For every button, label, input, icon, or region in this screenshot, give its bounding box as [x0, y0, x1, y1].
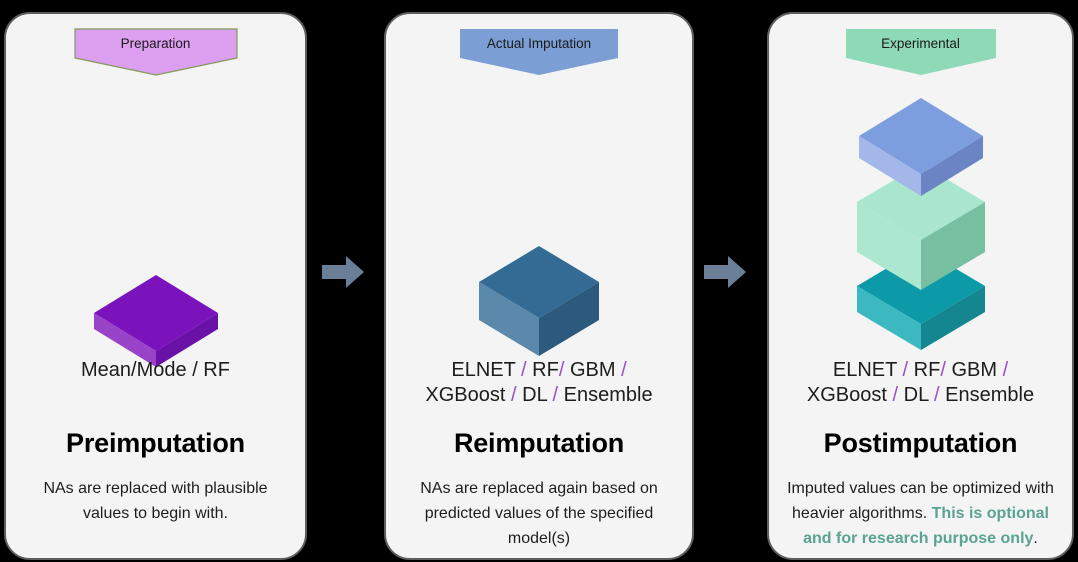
- model-rf: RF: [532, 359, 559, 381]
- model-ensemble: Ensemble: [945, 384, 1035, 406]
- description-text: Imputed values can be optimized with hea…: [787, 480, 1054, 522]
- description-text: NAs are replaced with plausible values t…: [43, 480, 268, 522]
- slash-separator: /: [552, 384, 559, 406]
- slash-separator: /: [902, 359, 909, 381]
- stage-banner-preparation: Preparation: [73, 28, 238, 76]
- stage-heading-reimputation: Reimputation: [453, 428, 625, 458]
- stage-banner-label: Preparation: [120, 36, 191, 51]
- slash-separator: /: [1002, 359, 1009, 381]
- model-xgboost: XGBoost: [806, 384, 887, 406]
- blue-cube-isometric-icon: [386, 242, 692, 360]
- model-elnet: ELNET: [832, 359, 897, 381]
- slash-separator: /: [934, 384, 940, 406]
- stacked-blocks-isometric-icon: [769, 92, 1072, 354]
- stage-description-reimputation: NAs are replaced again based on predicte…: [386, 476, 692, 551]
- stage-banner-experimental: Experimental: [845, 29, 996, 75]
- description-text: NAs are replaced again based on predicte…: [420, 480, 658, 547]
- model-ensemble: Ensemble: [563, 384, 653, 406]
- model-xgboost: XGBoost: [425, 384, 506, 406]
- slash-separator: /: [511, 384, 517, 406]
- model-dl: DL: [522, 384, 547, 406]
- stage-panel-preimputation: Preparation Mean/Mode / RF Preimputation…: [4, 12, 307, 560]
- models-list-preimputation: Mean/Mode / RF: [6, 358, 305, 383]
- slash-separator: /: [558, 359, 565, 381]
- slash-separator: /: [940, 359, 946, 381]
- models-list-reimputation: ELNET / RF/ GBM / XGBoost / DL / Ensembl…: [386, 358, 692, 408]
- models-line-1: Mean/Mode / RF: [81, 359, 230, 381]
- model-elnet: ELNET: [451, 359, 516, 381]
- description-text-end: .: [1033, 530, 1038, 547]
- purple-slab-isometric-icon: [6, 269, 305, 367]
- stage-description-postimputation: Imputed values can be optimized with hea…: [769, 476, 1072, 551]
- model-rf: RF: [913, 359, 941, 381]
- stage-panel-postimputation: Experimental: [767, 12, 1074, 560]
- description-accent-text: This is optional and for research purpos…: [803, 505, 1049, 547]
- slash-separator: /: [621, 359, 627, 381]
- block-periwinkle: [858, 98, 983, 196]
- stage-banner-label: Experimental: [881, 36, 960, 51]
- model-gbm: GBM: [569, 359, 616, 381]
- stage-description-preimputation: NAs are replaced with plausible values t…: [6, 476, 305, 526]
- model-dl: DL: [903, 384, 929, 406]
- stage-heading-postimputation: Postimputation: [823, 428, 1018, 458]
- arrow-preimputation-to-reimputation-icon: [320, 252, 366, 292]
- stage-heading-preimputation: Preimputation: [66, 428, 245, 458]
- models-list-postimputation: ELNET / RF/ GBM / XGBoost / DL / Ensembl…: [769, 358, 1072, 408]
- block-mint: [856, 164, 985, 290]
- stage-panel-reimputation: Actual Imputation ELNET / RF/ GBM / XGBo…: [384, 12, 694, 560]
- stage-banner-actual-imputation: Actual Imputation: [460, 29, 618, 75]
- slash-separator: /: [521, 359, 527, 381]
- stage-banner-label: Actual Imputation: [486, 36, 592, 51]
- slash-separator: /: [892, 384, 899, 406]
- model-gbm: GBM: [951, 359, 998, 381]
- arrow-reimputation-to-postimputation-icon: [702, 252, 748, 292]
